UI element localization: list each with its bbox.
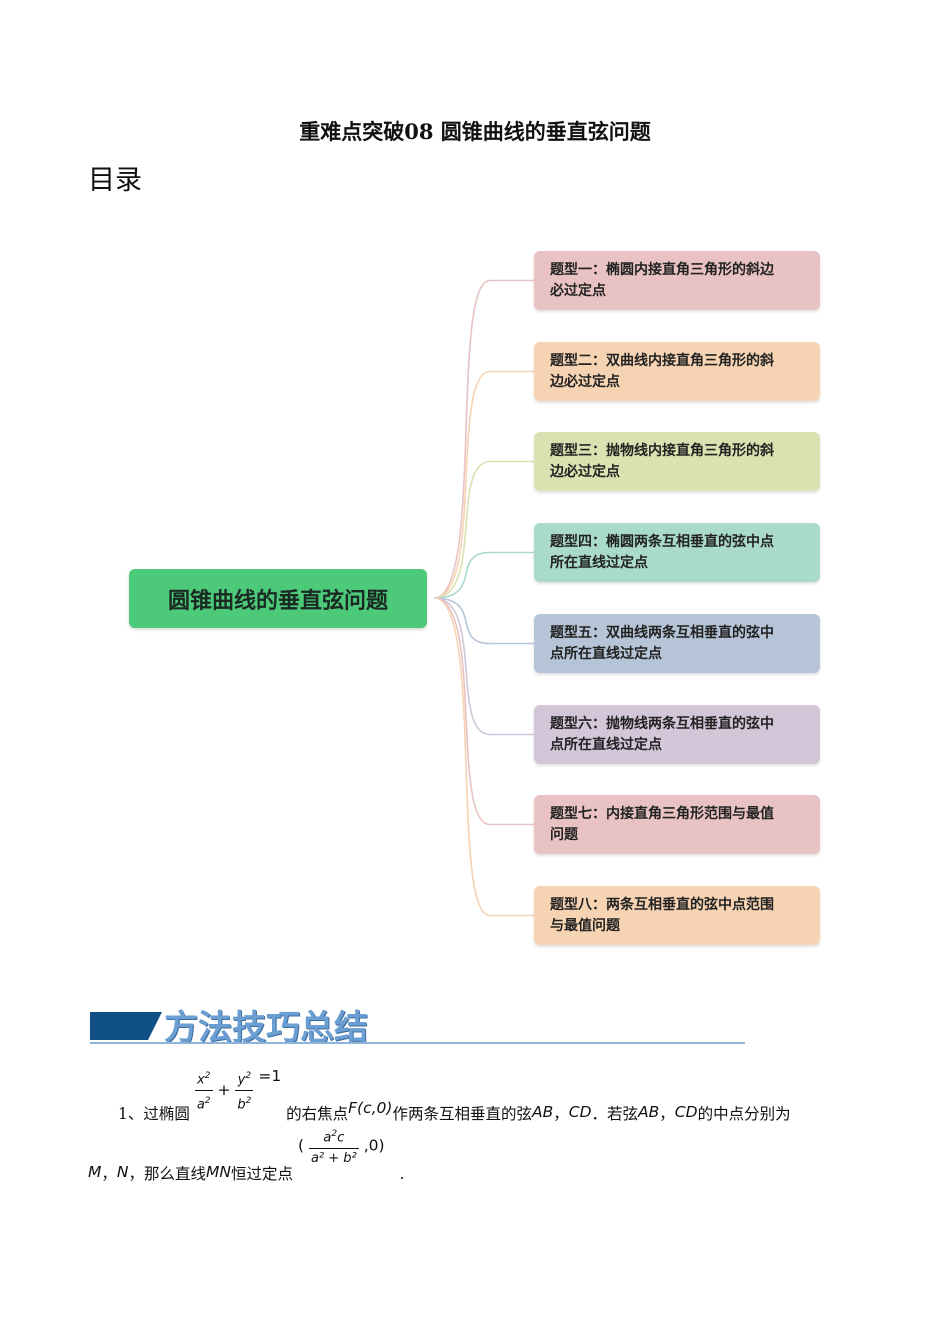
mindmap-branch-8: 题型八：两条互相垂直的弦中点范围与最值问题: [534, 886, 820, 945]
branch-label-line1: 题型七：内接直角三角形范围与最值: [550, 806, 774, 822]
ellipse-equation: x2 a2 + y2 b2 =1: [194, 1066, 281, 1116]
mindmap-branch-7: 题型七：内接直角三角形范围与最值问题: [534, 795, 820, 854]
branch-label-line2: 点所在直线过定点: [550, 646, 662, 662]
connector-4: [433, 551, 534, 599]
branch-label-line1: 题型一：椭圆内接直角三角形的斜边: [550, 262, 774, 278]
mindmap-branch-3: 题型三：抛物线内接直角三角形的斜边必过定点: [534, 432, 820, 491]
branch-label-line2: 与最值问题: [550, 918, 620, 934]
line-mn: MN: [206, 1162, 231, 1181]
mindmap-branch-2: 题型二：双曲线内接直角三角形的斜边必过定点: [534, 342, 820, 401]
para-text: 的右焦点: [286, 1104, 349, 1123]
branch-label-line2: 必过定点: [550, 283, 606, 299]
chord-cd-2: CD: [674, 1102, 698, 1121]
section-heading: 方法技巧总结: [164, 1008, 368, 1048]
connector-5: [433, 597, 534, 645]
branch-label-line2: 问题: [550, 827, 578, 843]
banner-bar: [90, 1012, 148, 1040]
banner-triangle: [148, 1012, 162, 1040]
branch-label-line2: 所在直线过定点: [550, 555, 648, 571]
focus-point: F(c,0): [348, 1098, 393, 1117]
mindmap-branch-1: 题型一：椭圆内接直角三角形的斜边必过定点: [534, 251, 820, 310]
branch-label-line1: 题型八：两条互相垂直的弦中点范围: [550, 897, 774, 913]
banner-underline: [90, 1042, 745, 1044]
paragraph-line-2: M，N，那么直线MN恒过定点 ( a2c a² + b² ,0) .: [88, 1124, 404, 1183]
mindmap-branch-6: 题型六：抛物线两条互相垂直的弦中点所在直线过定点: [534, 705, 820, 764]
mindmap-branch-5: 题型五：双曲线两条互相垂直的弦中点所在直线过定点: [534, 614, 820, 673]
frac-x-over-a: x2 a2: [194, 1066, 213, 1116]
connector-2: [433, 370, 534, 599]
branch-label-line2: 边必过定点: [550, 374, 620, 390]
section-banner: 方法技巧总结: [90, 1000, 750, 1050]
branch-label-line1: 题型五：双曲线两条互相垂直的弦中: [550, 625, 774, 641]
fixed-point: ( a2c a² + b² ,0): [298, 1124, 385, 1169]
para-text: 的中点分别为: [697, 1104, 791, 1123]
branch-label-line2: 边必过定点: [550, 464, 620, 480]
branch-label-line1: 题型六：抛物线两条互相垂直的弦中: [550, 716, 774, 732]
connector-8: [433, 597, 534, 917]
mindmap-branch-4: 题型四：椭圆两条互相垂直的弦中点所在直线过定点: [534, 523, 820, 582]
branch-label-line1: 题型二：双曲线内接直角三角形的斜: [550, 353, 774, 369]
connector-7: [433, 597, 534, 826]
frac-y-over-b: y2 b2: [235, 1066, 254, 1116]
branch-label-line1: 题型四：椭圆两条互相垂直的弦中点: [550, 534, 774, 550]
comma: ，: [659, 1104, 675, 1123]
connector-3: [433, 460, 534, 599]
para-text: 恒过定点: [230, 1164, 293, 1183]
midpoint-n: N: [116, 1162, 129, 1181]
para-text: ，那么直线: [128, 1164, 207, 1183]
frac-fixed-point: a2c a² + b²: [308, 1124, 359, 1169]
para-text: 作两条互相垂直的弦: [392, 1104, 532, 1123]
branch-label-line2: 点所在直线过定点: [550, 737, 662, 753]
comma: ，: [553, 1104, 569, 1123]
mindmap-root-node: 圆锥曲线的垂直弦问题: [129, 569, 427, 628]
period: .: [399, 1164, 405, 1183]
chord-ab-2: AB: [638, 1102, 660, 1121]
document-title: 重难点突破08 圆锥曲线的垂直弦问题: [299, 119, 651, 144]
connector-1: [433, 279, 534, 599]
toc-heading: 目录: [88, 165, 142, 196]
comma: ，: [101, 1164, 117, 1183]
chord-ab: AB: [531, 1102, 554, 1121]
para-text: 1、过椭圆: [118, 1104, 190, 1123]
midpoint-m: M: [88, 1162, 102, 1181]
chord-cd: CD: [568, 1102, 592, 1121]
connector-6: [433, 597, 534, 736]
mindmap-connectors: [433, 279, 534, 917]
branch-label-line1: 题型三：抛物线内接直角三角形的斜: [550, 443, 774, 459]
paragraph-line-1: 1、过椭圆 x2 a2 + y2 b2 =1 的右焦点F(c,0)作两条互相垂直…: [118, 1066, 791, 1123]
para-text: ．若弦: [591, 1104, 639, 1123]
